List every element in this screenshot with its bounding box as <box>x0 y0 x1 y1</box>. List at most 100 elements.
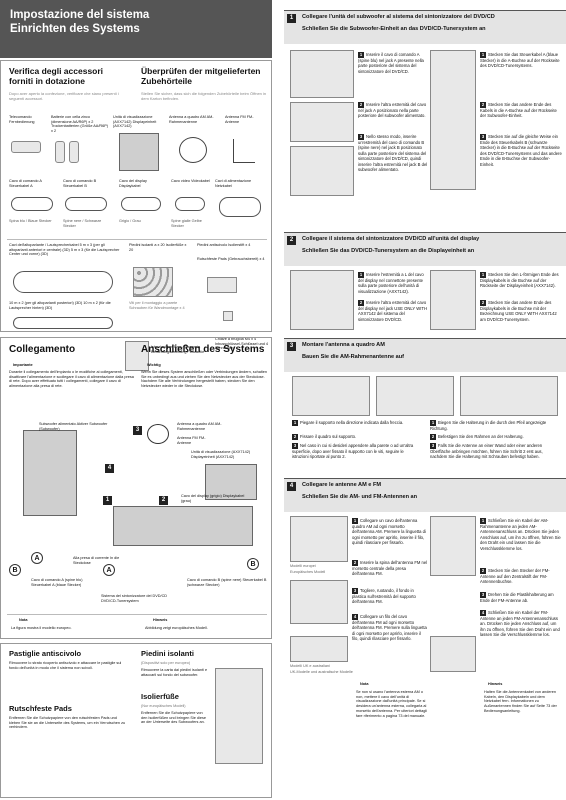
step-3-figure-1 <box>292 376 370 416</box>
acc-dispcable-label: Cavo del display Displaykabel <box>119 179 147 188</box>
pads-icon <box>207 277 237 293</box>
pads-feet-section: Pastiglie antiscivolo Rimuovere lo strat… <box>0 643 272 798</box>
step-4-model-label-it: Modelli europei <box>290 564 316 568</box>
cable-b-icon <box>65 197 107 211</box>
acc-pins-label: Piedini antiscivolo Isolierstift x 4 <box>197 243 251 247</box>
step-4-inst-1-de-text: Schließen Sie ein Kabel der AM-Rahmenant… <box>480 518 561 551</box>
step-4-figure-1 <box>290 516 348 562</box>
step-1-inst-1-marker: 1 <box>480 52 486 58</box>
acc-speaker-cables-label: Cavi dell'altoparlante / Lautsprecherkab… <box>9 243 120 257</box>
acc-remote-label: Telecomando Fernbedienung <box>9 115 35 124</box>
fm-label: Antenna FM FM-Antenne <box>177 436 206 445</box>
step-1-figure-4 <box>430 50 476 190</box>
connector-a-marker: A <box>31 552 43 564</box>
step-4-model2-label-it: Modelli UK e australiani <box>290 664 330 668</box>
step-1-inst-1-marker: 1 <box>358 52 364 58</box>
divider <box>7 239 267 240</box>
step-1-inst-3-marker: 3 <box>480 134 486 140</box>
step-3-inst-3-marker: 3 <box>292 443 298 449</box>
step-title-it: Montare l'antenna a quadro AM <box>302 342 385 348</box>
step-4-inst-4-marker: 4 <box>480 610 486 616</box>
step-2-inst-2-it-text: Inserire l'altra estremità del cavo del … <box>358 300 427 322</box>
step-4-model-label-de: Europäisches Modell <box>290 570 326 574</box>
step-marker-4: 4 <box>105 464 114 473</box>
step-1-inst-2-marker: 2 <box>358 102 364 108</box>
video-cable-icon <box>175 197 205 211</box>
wrench-icon <box>223 311 233 321</box>
step-4-inst-1-it-text: Collegare un cavo dell'antenna quadro AM… <box>352 518 426 546</box>
pads-title: Pastiglie antiscivolo <box>9 649 82 658</box>
step-marker-1: 1 <box>103 496 112 505</box>
subwoofer-label: Subwoofer alimentato Aktiver Subwoofer (… <box>39 422 108 431</box>
step-3-figure-3 <box>460 376 558 416</box>
feet-title: Piedini isolanti <box>141 649 194 658</box>
step-1-figure-2 <box>290 102 354 142</box>
step-1-inst-3-it-text: Nello stesso modo, inserire un'estremità… <box>358 134 428 173</box>
step-4-model2-label-de: UK-Modelle und australische Modelle <box>290 670 353 674</box>
note-de-text: Abbildung zeigt europäisches Modell. <box>145 626 208 630</box>
step-2-header: 2 Collegare il sistema del sintonizzator… <box>284 232 566 266</box>
step-3-inst-2-marker: 2 <box>292 434 298 440</box>
acc-feet-label: Piedini isolanti a x 20 Isolierfüße x 20 <box>129 243 187 252</box>
step-2-inst-1-marker: 1 <box>358 272 364 278</box>
step-2-inst-1-de-text: Stecken Sie den L-förmigen Ende des Disp… <box>480 272 559 289</box>
connector-b-marker: B <box>9 564 21 576</box>
step-1-inst-3-marker: 3 <box>358 134 364 140</box>
step-2-inst-1-marker: 1 <box>480 272 486 278</box>
step-title-de: Schließen Sie die AM- und FM-Antennen an <box>302 494 418 500</box>
battery-icon <box>69 141 79 163</box>
step-1-inst-2-marker: 2 <box>480 102 486 108</box>
acc-am-label: Antenna a quadro AM AM-Rahmenantenne <box>169 115 214 124</box>
feet-de-sub: (Nur europäisches Modell) <box>141 704 186 708</box>
acc-video-label: Cavo video Videokabel <box>171 179 210 183</box>
battery-icon <box>55 141 65 163</box>
step-4-note-it: Se non si usano l'antenna esterna AM o n… <box>356 690 428 718</box>
step-3-inst-1-de-text: Biegen Sie die Halterung in die durch de… <box>430 420 547 431</box>
step-1-inst-1-de-text: Stecken Sie das Steuerkabel A (blaue Ste… <box>480 52 560 69</box>
divider <box>7 614 267 615</box>
step-3-figure-2 <box>376 376 454 416</box>
step-title-de: Bauen Sie die AM-Rahmenantenne auf <box>302 354 405 360</box>
acc-fm-label: Antenna FM FM-Antenne <box>225 115 254 124</box>
feet-sub: (Dispositivi solo per europeo) <box>141 661 191 665</box>
step-4-header: 4 Collegare le antenne AM e FM Schließen… <box>284 478 566 512</box>
step-2-inst-1-it-text: Inserire l'estremità a L del cavo del di… <box>358 272 424 294</box>
ctrl-b-label: Cavo di comando B (spine nere) Steuerkab… <box>187 578 267 587</box>
step-title-de: Schließen Sie das DVD/CD-Tunersystem an … <box>302 248 475 254</box>
tuner-label: Sistema del sintonizzatore del DVD/CD DV… <box>101 594 168 603</box>
connector-b-marker: B <box>247 558 259 570</box>
step-title-it: Collegare le antenne AM e FM <box>302 482 382 488</box>
step-number: 3 <box>287 342 296 351</box>
display-label: Unità di visualizzazione (AXX7142) Displ… <box>191 450 251 459</box>
step-4-inst-2-de-text: Stecken Sie den Stecker der FM-Antenne a… <box>480 568 550 585</box>
step-2-inst-2-de-text: Stecken Sie das andere Ende des Displayk… <box>480 300 557 322</box>
pads-de-title: Rutschfeste Pads <box>9 704 72 713</box>
step-3-inst-3-de-text: Falls Sie die Antenne an einer Wand oder… <box>430 443 543 460</box>
acc-ctrlA-label: Cavo di comando A Steuerkabel A <box>9 179 42 188</box>
step-1-figure-3 <box>290 146 354 196</box>
subwoofer-unit <box>23 430 77 516</box>
step-1-inst-2-de-text: Stecken Sie das andere Ende des Kabels i… <box>480 102 557 119</box>
step-3-inst-1-marker: 1 <box>430 420 436 426</box>
step-number: 4 <box>287 482 296 491</box>
note-de-label: Hinweis <box>153 618 168 622</box>
step-4-inst-4-it-text: Collegare un filo del cavo dell'antenna … <box>352 614 427 642</box>
important-de-text: Wenn Sie dieses System anschließen oder … <box>141 370 267 389</box>
step-3-inst-1-it-text: Piegare il supporto nella direzione indi… <box>300 420 404 425</box>
speaker-cable-icon <box>13 317 113 329</box>
